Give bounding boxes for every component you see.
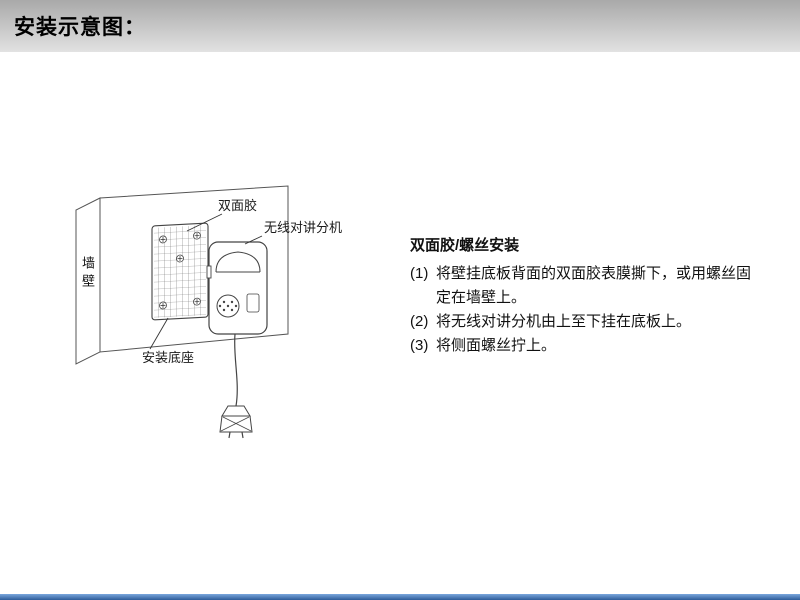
plug-prong [228,431,231,439]
base-leader-line [149,317,169,350]
instructions-block: 双面胶/螺丝安装 (1)将壁挂底板背面的双面胶表膜撕下，或用螺丝固定在墙壁上。 … [410,234,752,358]
handset-leader-line [244,235,263,245]
plug-body [219,415,253,433]
wall-side-face [75,197,101,365]
step-number: (2) [410,313,429,330]
step-text: 将侧面螺丝拧上。 [436,337,557,354]
plug-top-face [221,405,251,417]
installation-diagram: 双面胶 无线对讲分机 安装底座 [75,185,342,439]
side-screw-tab [206,265,212,279]
base-grid-texture [154,225,206,318]
power-cord [234,333,238,407]
intercom-handset [206,241,268,335]
tape-leader-line [186,213,223,232]
instruction-step: (3) 将侧面螺丝拧上。 [410,334,752,358]
mounting-base-plate [151,222,209,321]
handset-top-panel [215,251,261,273]
handset-button-area [246,293,260,313]
base-label: 安装底座 [142,350,194,365]
callout-leaders [149,213,263,350]
handset-body [208,241,268,335]
plug-prong [241,431,244,439]
page-title: 安装示意图： [14,16,146,39]
bottom-accent-bar [0,594,800,600]
wall-label: 墙壁 [80,256,95,292]
instruction-step: (2) 将无线对讲分机由上至下挂在底板上。 [410,310,752,334]
content-area: 双面胶 无线对讲分机 安装底座 墙壁 双面胶/螺丝安装 (1) 将壁挂底板背面的双… [0,52,800,594]
step-number: (1) [410,265,429,282]
speaker-grille [216,294,240,318]
step-number: (3) [410,337,429,354]
step-text: 将无线对讲分机由上至下挂在底板上。 [436,313,692,330]
step-text: 将壁挂底板背面的双面胶表膜撕下，或用螺丝固定在墙壁上。 [436,265,752,306]
instruction-step: (1) 将壁挂底板背面的双面胶表膜撕下，或用螺丝固定在墙壁上。 [410,262,752,310]
tape-label: 双面胶 [218,198,257,213]
page-header: 安装示意图： [0,0,800,52]
instructions-title: 双面胶/螺丝安装 [410,237,520,254]
handset-label: 无线对讲分机 [264,220,342,235]
base-screw-holes [159,231,201,310]
power-plug [219,405,253,439]
